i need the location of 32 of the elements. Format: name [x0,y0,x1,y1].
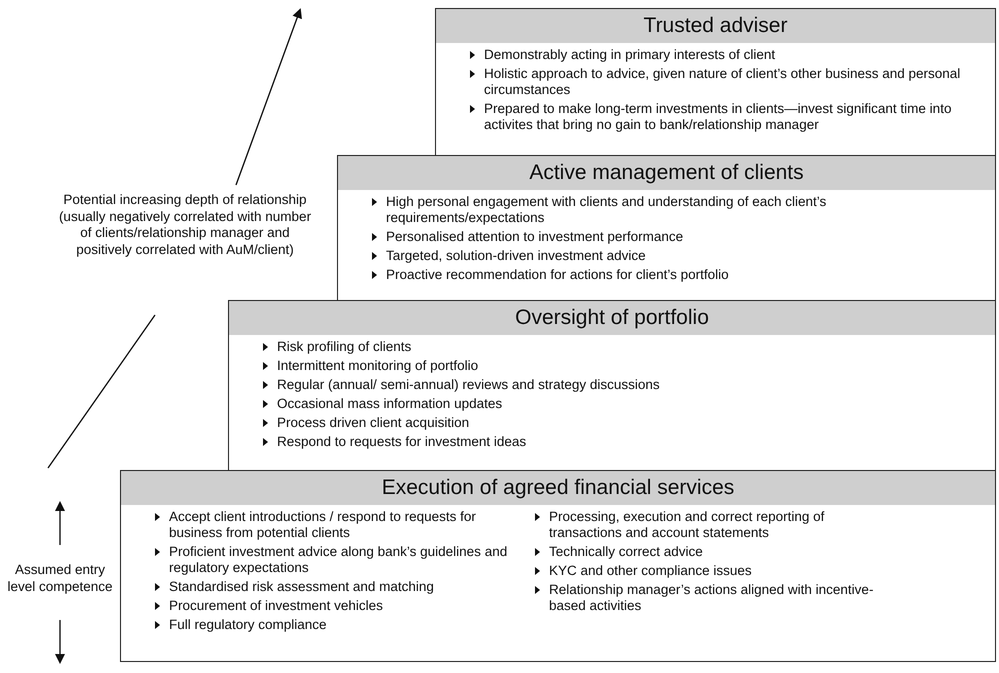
bullet-text: Processing, execution and correct reporting of transactions and account statements [549,509,824,540]
tier-heading: Active management of clients [338,156,995,190]
tier-box [120,470,996,662]
bullet-text: Prepared to make long-term investments in clients—invest significant time into activites that bring no gain to bank/relationship manager [484,101,952,132]
bullet-text: Technically correct advice [549,544,703,559]
bullet-text: Standardised risk assessment and matching [169,579,434,594]
bullet-text: Risk profiling of clients [277,339,412,354]
bullet-text: KYC and other compliance issues [549,563,752,578]
tier-heading: Oversight of portfolio [229,301,995,335]
tier-box [337,155,996,301]
tier-heading: Execution of agreed financial services [121,471,995,505]
bullet-text: Intermittent monitoring of portfolio [277,358,478,373]
annotation-text: Potential increasing depth of relationship (usually negatively correlated with number of clients/relationship manager and positively correlated with AuM/client) [58,192,312,258]
bullet-text: High personal engagement with clients and understanding of each client’s requirements/expectations [386,194,826,225]
bullet-text: Occasional mass information updates [277,396,502,411]
bullet-text: Targeted, solution-driven investment advice [386,248,646,263]
bullet-text: Procurement of investment vehicles [169,598,383,613]
tier-box [435,8,996,156]
bullet-text: Full regulatory compliance [169,617,327,632]
bullet-text: Demonstrably acting in primary interests of client [484,47,776,62]
bullet-text: Proficient investment advice along bank’s guidelines and regulatory expectations [169,544,508,575]
bullet-text: Respond to requests for investment ideas [277,434,526,449]
bullet-text: Holistic approach to advice, given nature of client’s other business and personal circumstances [484,66,960,97]
bullet-text: Regular (annual/ semi-annual) reviews and strategy discussions [277,377,660,392]
bullet-text: Process driven client acquisition [277,415,470,430]
bullet-text: Personalised attention to investment performance [386,229,684,244]
tier-heading: Trusted adviser [436,9,995,43]
tier-box [228,300,996,471]
bullet-text: Relationship manager’s actions aligned with incentive-based activities [549,582,874,613]
bullet-text: Proactive recommendation for actions for client’s portfolio [386,267,729,282]
annotation-text: Assumed entry level competence [6,562,114,595]
bullet-text: Accept client introductions / respond to requests for business from potential clients [169,509,476,540]
